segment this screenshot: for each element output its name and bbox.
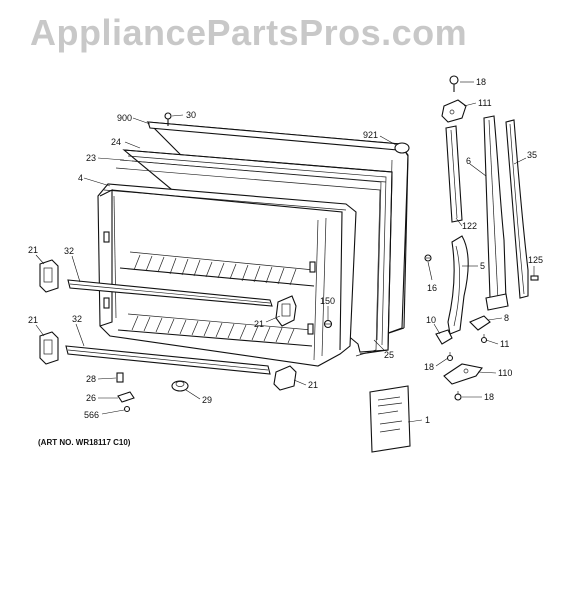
callout-21-upper-right: 21 xyxy=(254,319,264,329)
callout-labels: 900 30 24 23 4 921 18 111 6 35 122 5 16 … xyxy=(28,77,543,425)
callout-11: 11 xyxy=(500,339,509,349)
hinge-pin-10 xyxy=(435,329,453,345)
callout-32-upper: 32 xyxy=(64,246,74,256)
callout-35: 35 xyxy=(527,150,537,160)
screw-566 xyxy=(123,405,131,413)
callout-29: 29 xyxy=(202,395,212,405)
bracket-26 xyxy=(117,391,135,403)
screw-16 xyxy=(424,254,432,262)
callout-150: 150 xyxy=(320,296,335,306)
callout-122: 122 xyxy=(462,221,477,231)
callout-25: 25 xyxy=(384,350,394,360)
plug-button-29 xyxy=(171,380,189,392)
callout-23: 23 xyxy=(86,153,96,163)
callout-921: 921 xyxy=(363,130,378,140)
handle-6 xyxy=(483,115,509,311)
shelf-end-cap-lower-right xyxy=(273,365,297,391)
callout-4: 4 xyxy=(78,173,83,183)
callout-566: 566 xyxy=(84,410,99,420)
callout-32-lower: 32 xyxy=(72,314,82,324)
callout-6: 6 xyxy=(466,156,471,166)
shelf-end-cap-lower-left xyxy=(39,331,59,365)
callout-21-lower-left: 21 xyxy=(28,315,38,325)
callout-16: 16 xyxy=(427,283,437,293)
door-liner xyxy=(97,183,357,367)
screw-18-mid xyxy=(446,352,454,362)
shelf-bar-lower xyxy=(65,345,271,375)
screw-125 xyxy=(530,275,539,281)
callout-26: 26 xyxy=(86,393,96,403)
callout-18-mid: 18 xyxy=(424,362,434,372)
screw-18-bottom xyxy=(454,391,462,401)
hinge-bushing-8 xyxy=(469,315,491,331)
screw-30 xyxy=(164,112,172,126)
leader-lines xyxy=(35,81,535,423)
callout-10: 10 xyxy=(426,315,436,325)
watermark-logo: AppliancePartsPros.com xyxy=(30,12,468,53)
trim-strip-35 xyxy=(505,119,529,299)
shelf-end-cap-upper-left xyxy=(39,259,59,293)
callout-125: 125 xyxy=(528,255,543,265)
upper-shelf-ribs xyxy=(133,254,297,286)
callout-1: 1 xyxy=(425,415,430,425)
callout-21-lower-right: 21 xyxy=(308,380,318,390)
owners-manual xyxy=(369,385,411,453)
cap-921 xyxy=(394,142,410,154)
callout-28: 28 xyxy=(86,374,96,384)
handle-cap-5 xyxy=(447,235,469,335)
screw-11 xyxy=(480,334,488,344)
callout-30: 30 xyxy=(186,110,196,120)
screw-18-top xyxy=(449,75,459,92)
shelf-bar-upper xyxy=(67,279,273,307)
callout-18-bottom: 18 xyxy=(484,392,494,402)
callout-111: 111 xyxy=(478,98,492,108)
callout-24: 24 xyxy=(111,137,121,147)
hinge-bottom-110 xyxy=(443,363,483,385)
callout-5: 5 xyxy=(480,261,485,271)
screw-150 xyxy=(323,319,333,329)
handle-bracket-122 xyxy=(445,125,463,223)
art-number: (ART NO. WR18117 C10) xyxy=(38,438,131,447)
callout-900: 900 xyxy=(117,113,132,123)
lower-shelf-ribs xyxy=(131,315,295,344)
callout-21-upper-left: 21 xyxy=(28,245,38,255)
callout-110: 110 xyxy=(498,368,512,378)
plug-28 xyxy=(116,372,124,383)
callout-8: 8 xyxy=(504,313,509,323)
hinge-top-111 xyxy=(441,99,467,123)
callout-18-top: 18 xyxy=(476,77,486,87)
